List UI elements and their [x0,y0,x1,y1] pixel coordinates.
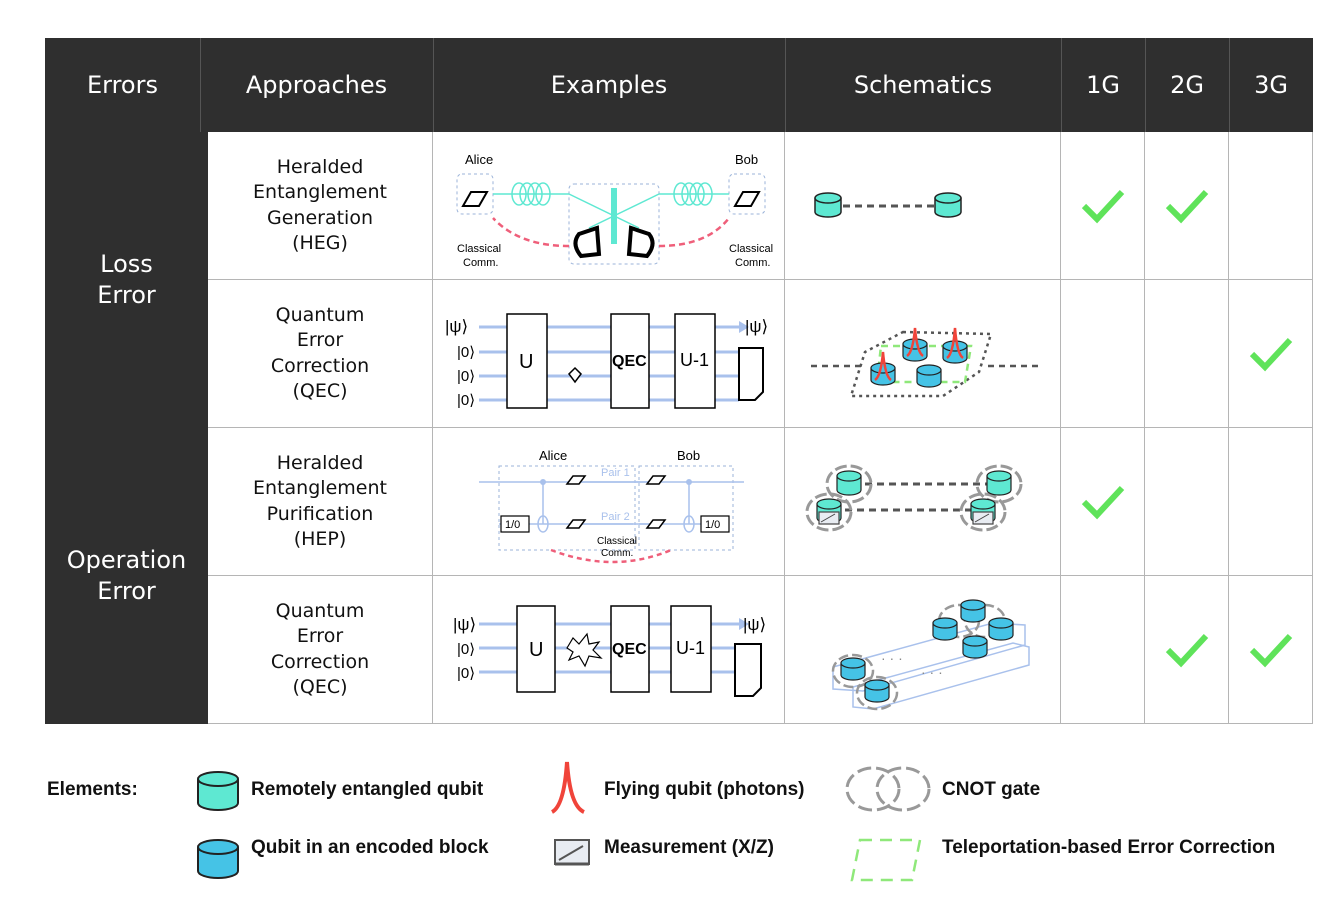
svg-text:· · ·: · · · [881,650,903,666]
approach-cell: Quantum Error Correction (QEC) [208,280,433,428]
svg-text:|ψ⟩: |ψ⟩ [743,615,766,634]
svg-text:Classical: Classical [597,536,637,547]
svg-text:Pair 1: Pair 1 [601,467,630,479]
svg-text:U-1: U-1 [676,638,705,658]
header-schematics: Schematics [853,71,993,99]
svg-text:QEC: QEC [612,641,647,658]
qec-loss-example-diagram: U QEC U-1 |ψ⟩ |0⟩ |0⟩ |0⟩ |ψ⟩ [445,312,768,409]
g3-cell [1229,576,1313,724]
legend-flying-qubit: Flying qubit (photons) [604,779,805,800]
check-icon [1081,189,1124,223]
schematic-heg [785,132,1061,280]
heg-schematic [813,191,962,218]
svg-text:Alice: Alice [539,448,567,463]
teleportation-icon [850,838,922,882]
svg-text:Classical: Classical [729,243,773,255]
legend-measurement: Measurement (X/Z) [604,837,774,858]
svg-text:|0⟩: |0⟩ [457,641,475,658]
g1-cell [1061,280,1145,428]
check-icon [1249,633,1292,667]
g3-cell [1229,280,1313,428]
qec-loss-schematic [810,327,1038,397]
check-icon [1249,337,1292,371]
svg-text:Classical: Classical [457,243,501,255]
svg-text:U: U [519,351,533,373]
svg-text:1/0: 1/0 [505,519,520,531]
svg-text:Comm.: Comm. [463,257,498,269]
g2-cell [1145,280,1229,428]
check-icon [1165,633,1208,667]
example-qec-loss: U QEC U-1 |ψ⟩ |0⟩ |0⟩ |0⟩ |ψ⟩ [433,280,785,428]
svg-text:|ψ⟩: |ψ⟩ [453,615,476,634]
svg-text:U-1: U-1 [680,350,709,370]
approach-cell: Heralded Entanglement Generation (HEG) [208,132,433,280]
example-qec-op: U QEC U-1 |ψ⟩ |0⟩ |0⟩ |ψ⟩ [433,576,785,724]
approach-cell: Quantum Error Correction (QEC) [208,576,433,724]
approach-label: Quantum Error Correction (QEC) [270,599,370,699]
check-icon [1081,485,1124,519]
comparison-table: Errors Approaches Examples Schematics 1G… [45,38,1313,724]
schematic-qec-loss [785,280,1061,428]
schematic-hep [785,428,1061,576]
g2-cell [1145,428,1229,576]
header-examples: Examples [550,71,668,99]
header-1g: 1G [1086,71,1120,99]
svg-text:Bob: Bob [677,448,700,463]
header-2g: 2G [1170,71,1204,99]
g2-cell [1145,132,1229,280]
error-group-operation: Operation Error [45,428,208,724]
header-errors: Errors [86,71,158,99]
header-3g: 3G [1254,71,1288,99]
g1-cell [1061,132,1145,280]
g1-cell [1061,428,1145,576]
blue-qubit-icon [197,839,239,879]
cnot-icon [845,766,931,812]
legend-qubit-in-encoded-block: Qubit in an encoded block [251,837,489,858]
svg-text:Comm.: Comm. [601,548,633,559]
heg-example-diagram: Alice Bob Classical Comm. Classical Comm [456,152,773,269]
g3-cell [1229,428,1313,576]
g1-cell [1061,576,1145,724]
svg-text:Comm.: Comm. [735,257,770,269]
hep-schematic [805,464,1022,531]
legend-title: Elements: [47,779,138,800]
approach-label: Heralded Entanglement Generation (HEG) [253,155,387,255]
check-icon [1165,189,1208,223]
svg-text:1/0: 1/0 [705,519,720,531]
example-hep: Alice Bob Pair 1 Pair 2 1/0 1/0 C [433,428,785,576]
approach-cell: Heralded Entanglement Purification (HEP) [208,428,433,576]
hep-example-diagram: Alice Bob Pair 1 Pair 2 1/0 1/0 C [478,448,744,563]
table-header: Errors Approaches Examples Schematics 1G… [45,38,1313,132]
example-heg: Alice Bob Classical Comm. Classical Comm [433,132,785,280]
qec-op-schematic: · · · · · · [831,598,1030,710]
svg-text:|0⟩: |0⟩ [457,368,475,385]
qec-op-example-diagram: U QEC U-1 |ψ⟩ |0⟩ |0⟩ |ψ⟩ [453,604,766,697]
svg-text:Pair 2: Pair 2 [601,511,630,523]
svg-text:QEC: QEC [612,353,647,370]
svg-text:· · ·: · · · [921,664,943,680]
svg-text:Alice: Alice [465,152,493,167]
g2-cell [1145,576,1229,724]
svg-text:|ψ⟩: |ψ⟩ [745,317,768,336]
svg-text:|0⟩: |0⟩ [457,344,475,361]
approach-label: Quantum Error Correction (QEC) [270,303,370,403]
svg-text:U: U [529,639,543,661]
teal-qubit-icon [197,771,239,811]
legend-cnot-gate: CNOT gate [942,779,1041,800]
error-group-loss: Loss Error [45,132,208,428]
svg-text:Bob: Bob [735,152,758,167]
g3-cell [1229,132,1313,280]
approach-label: Heralded Entanglement Purification (HEP) [253,451,387,551]
svg-text:|0⟩: |0⟩ [457,665,475,682]
schematic-qec-op: · · · · · · [785,576,1061,724]
svg-text:|ψ⟩: |ψ⟩ [445,317,468,336]
svg-text:|0⟩: |0⟩ [457,392,475,409]
photon-icon [550,761,586,814]
measurement-icon [554,839,590,866]
legend-remotely-entangled-qubit: Remotely entangled qubit [251,779,484,800]
legend-teleportation-ec: Teleportation-based Error Correction [942,837,1276,858]
header-approaches: Approaches [245,71,388,99]
